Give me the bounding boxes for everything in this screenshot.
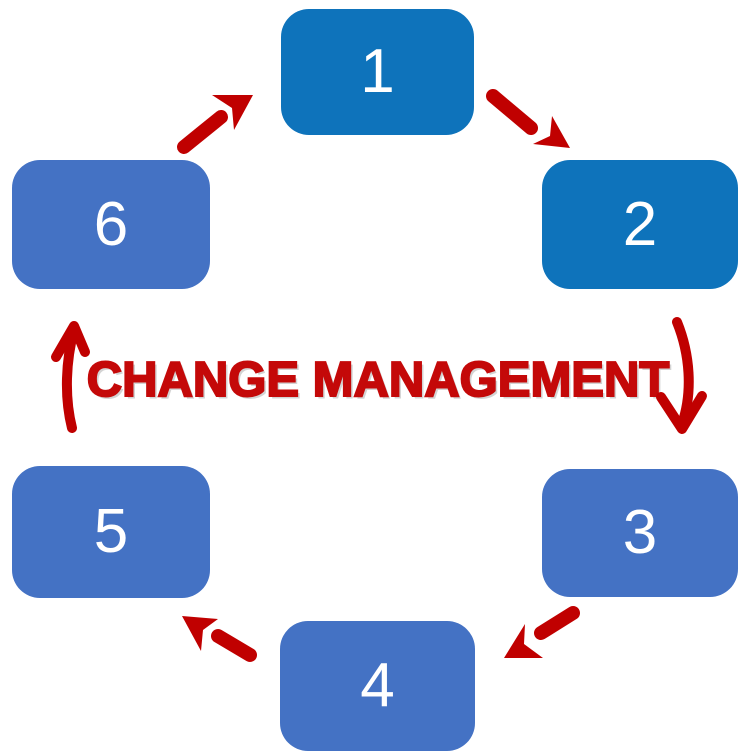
step-box-5: 5 — [12, 466, 210, 598]
arrow-6-to-1-icon — [177, 95, 253, 154]
step-box-1: 1 — [281, 9, 474, 135]
step-label-1: 1 — [360, 37, 395, 106]
step-label-5: 5 — [93, 497, 129, 566]
step-box-4: 4 — [280, 621, 475, 751]
step-label-2: 2 — [622, 189, 658, 259]
arrow-1-to-2-icon — [486, 89, 570, 148]
step-box-2: 2 — [542, 160, 738, 289]
step-label-6: 6 — [93, 189, 129, 259]
step-box-3: 3 — [542, 469, 738, 597]
arrow-4-to-5-icon — [182, 616, 257, 662]
step-label-3: 3 — [622, 498, 658, 567]
step-box-6: 6 — [12, 160, 210, 289]
step-label-4: 4 — [360, 651, 395, 720]
arrow-3-to-4-icon — [504, 606, 580, 658]
diagram-title: CHANGE MANAGEMENT — [86, 352, 671, 408]
